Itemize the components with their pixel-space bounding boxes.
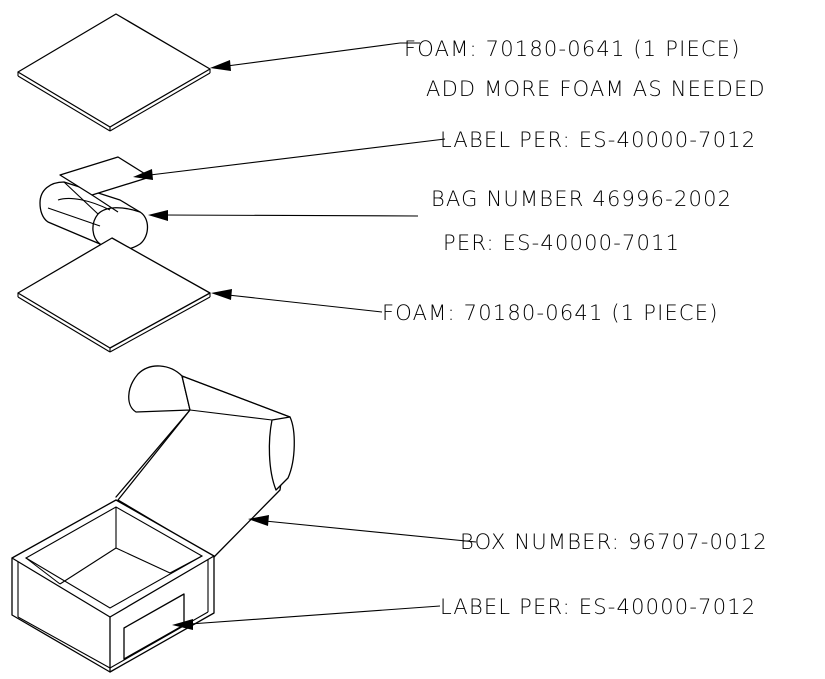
leader-box-label (172, 605, 441, 630)
foam-sheet-top (17, 13, 211, 132)
callout-foam-bottom: FOAM: 70180-0641 (1 PIECE) (382, 301, 719, 325)
leader-bag (148, 210, 419, 221)
callout-bag-label: LABEL PER: ES-40000-7012 (440, 128, 756, 152)
leader-foam-bottom (211, 289, 383, 313)
callout-box-label: LABEL PER: ES-40000-7012 (440, 595, 756, 619)
callout-bag-number: BAG NUMBER 46996-2002 (431, 187, 732, 211)
callout-box-number: BOX NUMBER: 96707-0012 (460, 530, 768, 554)
leader-bag-label (133, 138, 446, 180)
callout-foam-top: FOAM: 70180-0641 (1 PIECE) (404, 37, 741, 61)
callout-bag-spec: PER: ES-40000-7011 (443, 231, 680, 255)
callout-foam-note: ADD MORE FOAM AS NEEDED (426, 77, 766, 101)
leader-foam-top (210, 42, 420, 71)
shipping-box (11, 365, 295, 673)
antistatic-bag (39, 181, 149, 251)
leader-box (248, 515, 477, 543)
foam-sheet-bottom (17, 237, 211, 353)
